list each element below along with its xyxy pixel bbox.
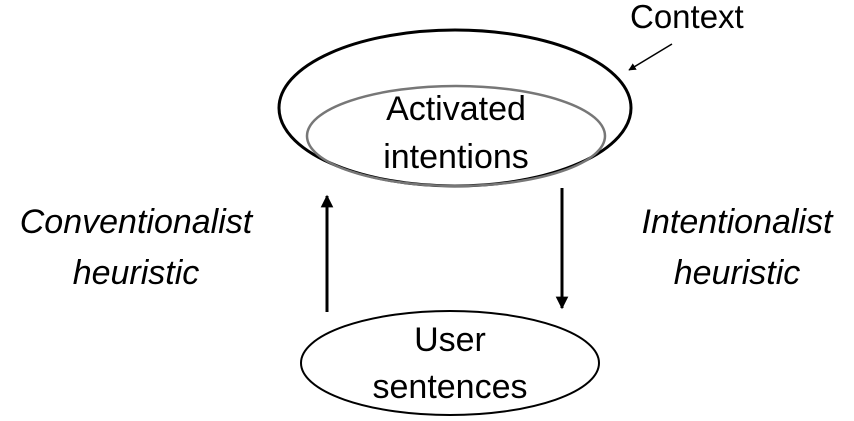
context-label: Context bbox=[630, 0, 744, 35]
intentionalist-heuristic-label-line1: Intentionalist bbox=[641, 203, 833, 241]
activated-intentions-ellipse bbox=[305, 84, 607, 188]
user-sentences-label-line1: User bbox=[414, 321, 486, 359]
conventionalist-heuristic-label-line2: heuristic bbox=[72, 254, 200, 292]
user-sentences-ellipse bbox=[300, 310, 600, 416]
context-pointer-arrow bbox=[628, 43, 673, 71]
user-sentences-label-line2: sentences bbox=[372, 368, 528, 406]
intentionalist-heuristic-label-line2: heuristic bbox=[673, 254, 801, 292]
activated-intentions-label-line1: Activated bbox=[386, 90, 526, 128]
activated-intentions-label-line2: intentions bbox=[383, 138, 529, 176]
conventionalist-heuristic-label-line1: Conventionalist bbox=[19, 203, 253, 241]
